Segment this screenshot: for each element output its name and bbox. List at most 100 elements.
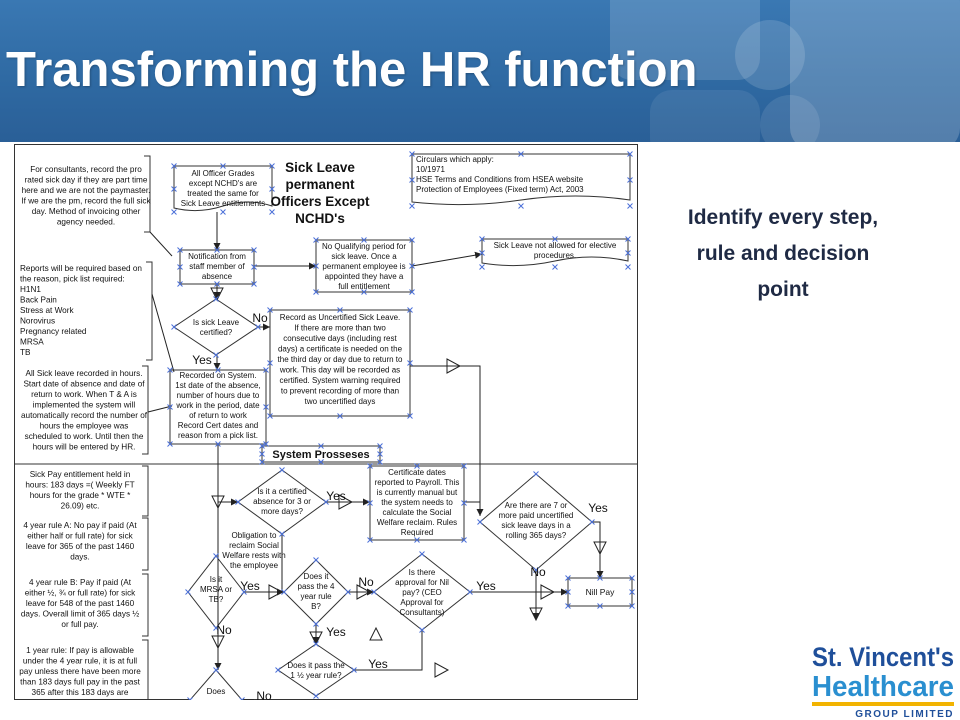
selection-handle-mark xyxy=(361,237,367,243)
one-half-yes-label: Yes xyxy=(368,657,388,671)
selection-handle-mark xyxy=(479,236,485,242)
logo-line2: Healthcare xyxy=(812,671,954,703)
selection-handle-mark xyxy=(479,250,485,256)
seven-days-no-label: No xyxy=(530,565,546,579)
selection-handle-mark xyxy=(269,209,275,215)
selection-handle-mark xyxy=(220,209,226,215)
selection-handle-mark xyxy=(259,459,265,465)
puzzle-piece-decoration xyxy=(650,90,760,142)
selection-handle-mark xyxy=(419,627,425,633)
selection-handle-mark xyxy=(171,209,177,215)
selection-handle-mark xyxy=(323,499,329,505)
hours-note: All Sick leave recorded in hours.Start d… xyxy=(21,369,148,452)
logo-line3: GROUP LIMITED xyxy=(855,709,954,718)
selection-handle-mark xyxy=(337,307,343,313)
selection-handle-mark xyxy=(177,281,183,287)
selection-handle-mark xyxy=(409,203,415,209)
selection-handle-mark xyxy=(565,575,571,581)
elective-link xyxy=(411,251,483,267)
selection-handle-mark xyxy=(313,237,319,243)
selection-handle-mark xyxy=(597,603,603,609)
selection-handle-mark xyxy=(279,531,285,537)
four-year-no-label: No xyxy=(358,575,374,589)
selection-handle-mark xyxy=(213,352,219,358)
selection-handle-mark xyxy=(187,697,193,700)
selection-handle-mark xyxy=(371,589,377,595)
connector-line xyxy=(149,231,173,257)
selection-handle-mark xyxy=(259,443,265,449)
selection-handle-mark xyxy=(167,404,173,410)
selection-handle-mark xyxy=(409,237,415,243)
selection-handle-mark xyxy=(419,551,425,557)
circulars-box xyxy=(411,153,631,206)
selection-handle-mark xyxy=(518,203,524,209)
recorded-box-text: Recorded on System.1st date of the absen… xyxy=(175,371,260,440)
note-bracket xyxy=(142,639,149,700)
four-year-yes-label: Yes xyxy=(326,625,346,639)
certified-yes-label: Yes xyxy=(192,353,212,367)
selection-handle-mark xyxy=(220,163,226,169)
selection-handles xyxy=(167,151,635,700)
selection-handle-mark xyxy=(318,443,324,449)
selection-handle-mark xyxy=(377,451,383,457)
selection-handle-mark xyxy=(409,177,415,183)
does-decision xyxy=(189,669,243,700)
slide-title: Transforming the HR function xyxy=(6,43,698,97)
selection-handle-mark xyxy=(533,567,539,573)
selection-handle-mark xyxy=(267,307,273,313)
logo-bar xyxy=(812,702,954,706)
selection-handle-mark xyxy=(367,500,373,506)
selection-handle-mark xyxy=(565,603,571,609)
selection-handle-mark xyxy=(629,603,635,609)
selection-handle-mark xyxy=(171,186,177,192)
selection-handle-mark xyxy=(409,289,415,295)
selection-handle-mark xyxy=(467,589,473,595)
selection-handle-mark xyxy=(377,459,383,465)
selection-handle-mark xyxy=(251,264,257,270)
selection-handle-mark xyxy=(171,163,177,169)
selection-handle-mark xyxy=(627,177,633,183)
seven-days-yes-line xyxy=(592,521,604,578)
selection-handle-mark xyxy=(351,667,357,673)
selection-handle-mark xyxy=(345,589,351,595)
selection-handle-mark xyxy=(625,264,631,270)
selection-handle-mark xyxy=(275,667,281,673)
selection-handle-mark xyxy=(255,324,261,330)
selection-handle-mark xyxy=(477,519,483,525)
selection-handle-mark xyxy=(281,589,287,595)
title-banner: Transforming the HR function xyxy=(0,0,960,142)
does-decision-text: Does xyxy=(207,687,226,696)
certified3-yes-label: Yes xyxy=(326,489,346,503)
st-vincents-logo: St. Vincent's Healthcare GROUP LIMITED xyxy=(812,642,954,718)
connectors xyxy=(147,212,604,700)
selection-handle-mark xyxy=(313,621,319,627)
certified-no-label: No xyxy=(252,311,268,325)
flowchart-shapes xyxy=(169,153,633,700)
selection-handle-mark xyxy=(213,625,219,631)
puzzle-knob-decoration xyxy=(735,20,805,90)
selection-handle-mark xyxy=(518,151,524,157)
grades-box xyxy=(173,165,273,212)
one-half-up-arrowhead xyxy=(369,626,383,641)
selection-handle-mark xyxy=(213,553,219,559)
one-half-yes-line xyxy=(354,630,423,671)
selection-handle-mark xyxy=(414,463,420,469)
selection-handle-mark xyxy=(629,589,635,595)
note-bracket xyxy=(142,465,149,517)
selection-handle-mark xyxy=(259,451,265,457)
